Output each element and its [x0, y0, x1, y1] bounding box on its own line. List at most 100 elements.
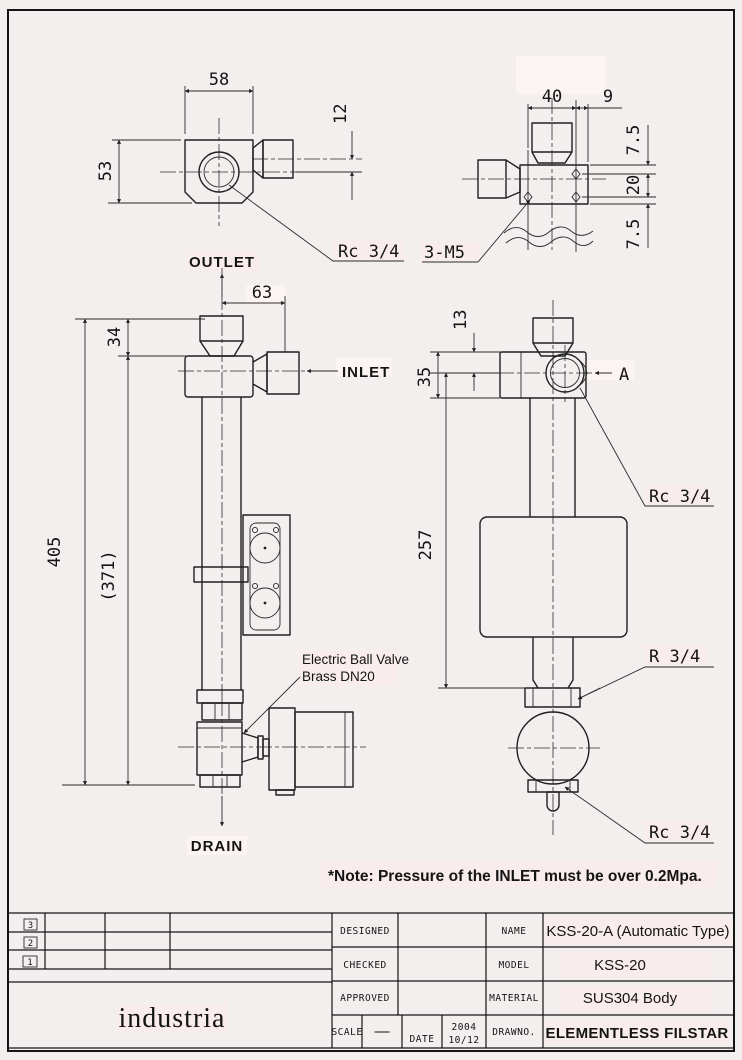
port-a — [498, 345, 604, 402]
scan-patch — [118, 1003, 228, 1033]
outlet-fitting-side — [532, 317, 574, 344]
section-a-annotation: A — [594, 365, 629, 385]
dim-257: 257 — [416, 372, 532, 689]
dim-63: 63 — [221, 283, 286, 352]
dim-63-text: 63 — [252, 283, 272, 303]
name-label: NAME — [502, 926, 527, 937]
scan-patch — [560, 952, 712, 978]
date-year: 2004 — [452, 1022, 477, 1033]
scan-patch — [545, 1020, 729, 1045]
leader-rc34-outlet: Rc 3/4 — [228, 184, 404, 262]
break-lines — [503, 226, 594, 247]
designed-label: DESIGNED — [340, 926, 390, 937]
dim-12: 12 — [331, 104, 355, 200]
dim-9-text: 9 — [603, 87, 613, 107]
scan-patch — [643, 486, 709, 505]
dim-20-text: 20 — [624, 175, 644, 195]
dim-75-top-text: 7.5 — [624, 125, 644, 156]
rc34-outlet-label: Rc 3/4 — [338, 242, 399, 262]
view-front: INLET 63 — [45, 268, 409, 855]
dim-75-bottom-text: 7.5 — [624, 219, 644, 250]
inlet-annotation: INLET — [306, 364, 390, 381]
scale-label: SCALE — [331, 1027, 362, 1038]
scan-patch — [298, 650, 398, 686]
material-value: SUS304 Body — [583, 990, 678, 1007]
dim-34-text: 34 — [105, 327, 125, 347]
approved-label: APPROVED — [340, 993, 390, 1004]
rc34-port-label: Rc 3/4 — [649, 487, 710, 507]
drawno-value: ELEMENTLESS FILSTAR — [546, 1025, 729, 1042]
approval-grid: DESIGNED CHECKED APPROVED SCALE — DATE 2… — [331, 913, 734, 1048]
dim-40-text: 40 — [542, 87, 562, 107]
dim-13: 13 — [430, 310, 502, 391]
pressure-note: *Note: Pressure of the INLET must be ove… — [328, 868, 702, 885]
section-a-label: A — [619, 365, 629, 385]
scan-patch — [516, 56, 606, 94]
scan-patch — [187, 836, 247, 855]
r34-label: R 3/4 — [649, 647, 700, 667]
revision-table: 3 2 1 industria — [8, 913, 333, 1048]
leader-rc34-port: Rc 3/4 — [579, 387, 714, 507]
scan-patch — [643, 645, 707, 664]
date-label: DATE — [410, 1034, 435, 1045]
dim-405-text: 405 — [45, 537, 65, 568]
drawno-label: DRAWNO. — [492, 1027, 536, 1038]
leader-ebv: Electric Ball Valve Brass DN20 — [243, 652, 409, 734]
drain-port — [527, 779, 579, 812]
sheet-border — [7, 9, 735, 1052]
ebv-label-1: Electric Ball Valve — [302, 652, 409, 667]
terminal-box — [242, 514, 291, 636]
ball-valve-front — [196, 689, 270, 788]
dim-35: 35 — [415, 351, 500, 399]
m5-label: 3-M5 — [424, 243, 465, 263]
scan-patch — [545, 917, 731, 944]
scan-patch — [336, 357, 392, 376]
rc34-drain-label: Rc 3/4 — [649, 823, 710, 843]
scan-patch — [560, 986, 712, 1012]
title-block: 3 2 1 industria DESIGNED CHECKED APPROVE… — [8, 912, 734, 1049]
outlet-label: OUTLET — [189, 254, 255, 271]
scan-patch — [333, 241, 405, 260]
dim-53-text: 53 — [96, 161, 116, 181]
drain-annotation: DRAIN — [191, 796, 244, 855]
scale-value: — — [375, 1023, 390, 1040]
model-label: MODEL — [498, 960, 529, 971]
scan-patch — [186, 250, 258, 271]
dim-40-9: 40 9 — [527, 87, 622, 162]
tube-coupling — [193, 566, 249, 583]
housing-block — [479, 516, 628, 638]
leader-r34: R 3/4 — [577, 647, 714, 700]
dim-35-text: 35 — [415, 367, 435, 387]
dim-371: (371) — [99, 355, 131, 786]
ebv-label-2: Brass DN20 — [302, 669, 375, 684]
tee-body-side — [499, 351, 587, 399]
rev-3: 3 — [28, 921, 33, 931]
checked-label: CHECKED — [343, 960, 387, 971]
view-side: A 13 — [415, 300, 714, 844]
dim-405: 405 — [45, 318, 195, 786]
view-head-side: 40 9 7.5 20 7.5 3-M5 — [422, 87, 656, 263]
dim-257-text: 257 — [416, 530, 436, 561]
view-outlet-top: 58 53 12 Rc 3/4 OUTLET — [96, 70, 404, 297]
date-day: 10/12 — [448, 1035, 479, 1046]
rev-1: 1 — [27, 958, 32, 968]
dim-13-text: 13 — [451, 310, 471, 330]
dim-58: 58 — [184, 70, 254, 134]
material-label: MATERIAL — [489, 993, 539, 1004]
scan-patch — [246, 285, 286, 304]
leader-rc34-drain: Rc 3/4 — [564, 786, 714, 844]
company-logo: industria — [119, 1003, 226, 1034]
leader-3m5: 3-M5 — [422, 199, 531, 263]
tee-body — [184, 355, 254, 398]
dim-hole-stack: 7.5 20 7.5 — [582, 125, 656, 250]
drain-label: DRAIN — [191, 838, 244, 855]
name-value: KSS-20-A (Automatic Type) — [546, 923, 729, 940]
scan-patch — [320, 861, 718, 887]
dim-58-text: 58 — [209, 70, 229, 90]
dim-12-text: 12 — [331, 104, 351, 124]
inlet-label: INLET — [342, 364, 390, 381]
dim-371-text: (371) — [99, 550, 119, 601]
